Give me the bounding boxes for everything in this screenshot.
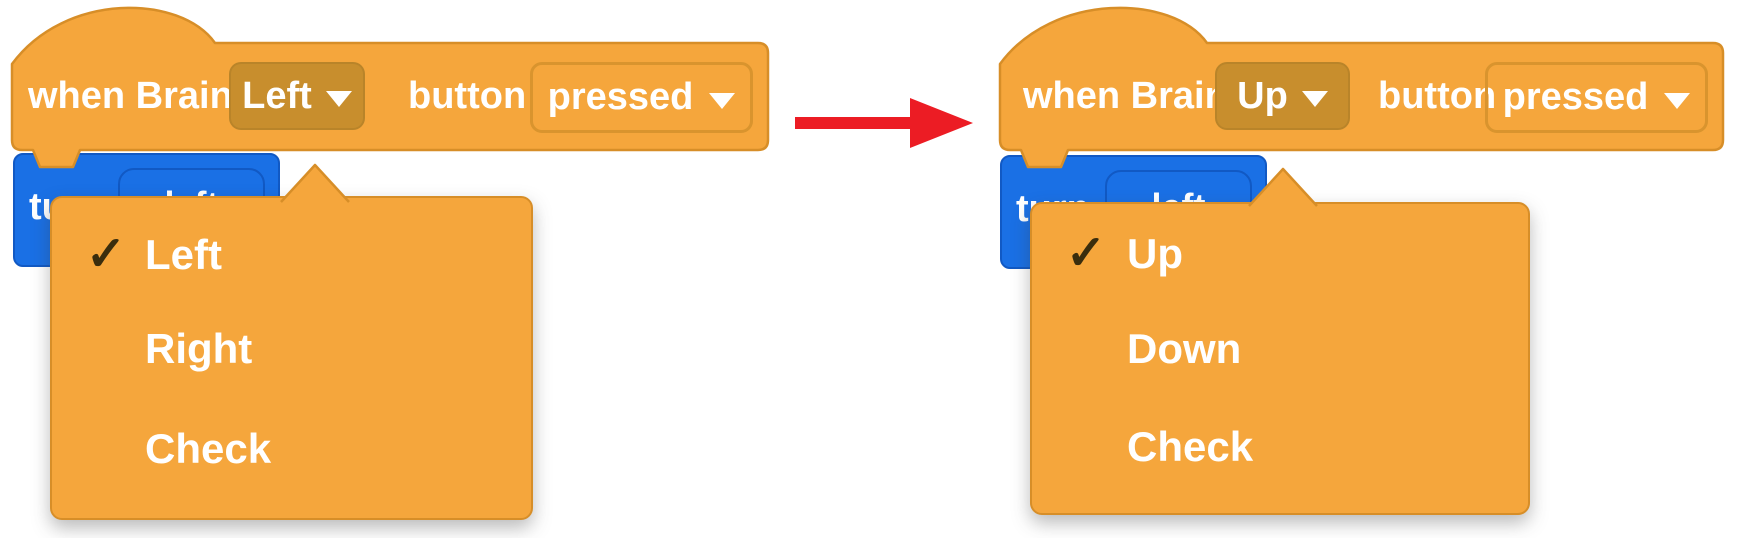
transform-arrow-icon bbox=[795, 98, 973, 148]
menu-item-right[interactable]: Right bbox=[145, 325, 253, 372]
when-brain-label-after: when Brain bbox=[1023, 75, 1228, 117]
pressed-state-dropdown-after[interactable]: pressed bbox=[1485, 62, 1708, 133]
pressed-state-dropdown-before[interactable]: pressed bbox=[530, 62, 753, 133]
brain-button-dropdown-before[interactable]: Left bbox=[229, 62, 365, 130]
menu-item-check[interactable]: Check bbox=[145, 425, 272, 472]
check-icon: ✓ bbox=[85, 228, 127, 281]
pressed-state-value: pressed bbox=[547, 76, 694, 118]
dropdown-arrow-icon bbox=[1664, 92, 1691, 109]
check-icon: ✓ bbox=[1065, 227, 1107, 280]
button-word-after: button bbox=[1378, 75, 1497, 117]
dropdown-arrow-icon bbox=[1301, 91, 1328, 107]
menu-caret-before bbox=[280, 163, 350, 203]
menu-item-left[interactable]: ✓ Left bbox=[52, 223, 531, 287]
menu-item-up[interactable]: ✓ Up bbox=[1032, 222, 1528, 286]
when-brain-hat-block-after[interactable] bbox=[998, 6, 1731, 176]
menu-item-check[interactable]: Check bbox=[1127, 423, 1254, 470]
dropdown-menu-before: ✓ Left Right Check bbox=[50, 196, 533, 520]
dropdown-menu-after: ✓ Up Down Check bbox=[1030, 202, 1530, 515]
menu-item-down[interactable]: Down bbox=[1127, 325, 1242, 372]
when-brain-label-before: when Brain bbox=[28, 75, 233, 117]
brain-button-dropdown-value: Up bbox=[1237, 74, 1288, 117]
dropdown-arrow-icon bbox=[709, 92, 736, 109]
button-word-before: button bbox=[408, 75, 527, 117]
pressed-state-value: pressed bbox=[1502, 76, 1649, 118]
menu-caret-after bbox=[1248, 167, 1318, 207]
brain-button-dropdown-value: Left bbox=[242, 74, 312, 117]
dropdown-arrow-icon bbox=[325, 91, 352, 107]
when-brain-hat-block-before[interactable] bbox=[10, 6, 776, 176]
brain-button-dropdown-after[interactable]: Up bbox=[1215, 62, 1350, 130]
